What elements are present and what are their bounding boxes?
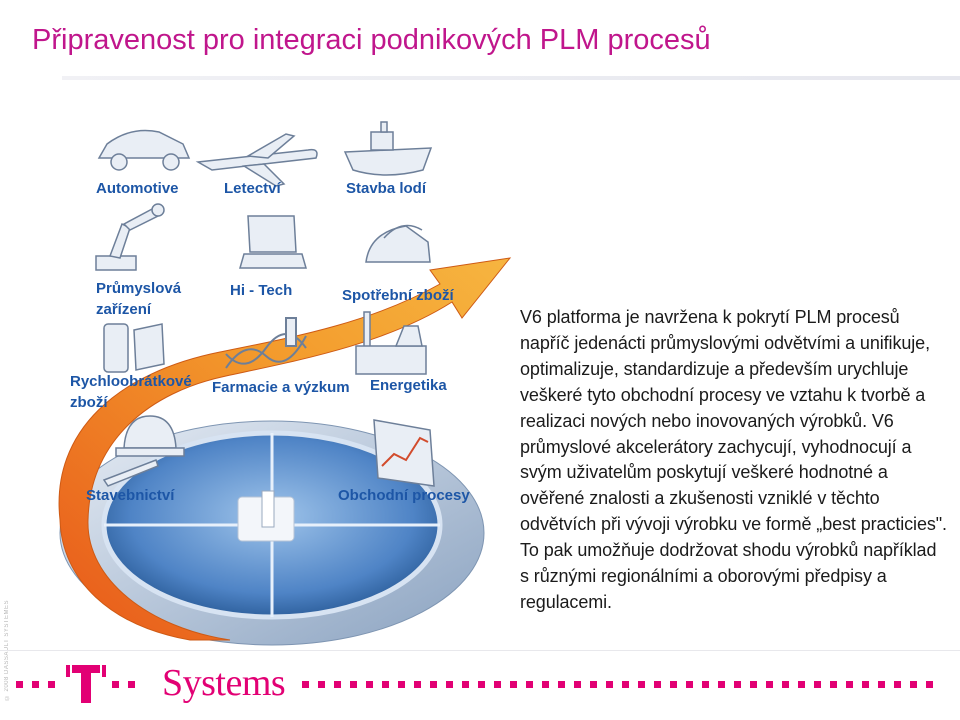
industry-cpg-line2: zboží [70, 394, 108, 411]
logo-dot [862, 681, 869, 688]
logo-dot [910, 681, 917, 688]
logo-dot [494, 681, 501, 688]
airplane-icon [195, 133, 318, 187]
logo-dot [430, 681, 437, 688]
logo-dot [814, 681, 821, 688]
industry-consumer: Spotřební zboží [342, 287, 454, 304]
tsystems-logo: Systems [14, 657, 954, 707]
logo-dot [798, 681, 805, 688]
logo-dot [622, 681, 629, 688]
logo-dot [318, 681, 325, 688]
logo-dot [398, 681, 405, 688]
title-underline [62, 76, 960, 80]
logo-dot [686, 681, 693, 688]
logo-dot [414, 681, 421, 688]
logo-dot [462, 681, 469, 688]
page-title: Připravenost pro integraci podnikových P… [32, 24, 711, 56]
logo-dot [830, 681, 837, 688]
growth-arrow [58, 257, 512, 641]
industry-automotive: Automotive [96, 180, 179, 197]
logo-dot [350, 681, 357, 688]
industry-industrial-line1: Průmyslová [96, 280, 182, 297]
logo-dot [366, 681, 373, 688]
logo-dot [334, 681, 341, 688]
chart-icon [373, 419, 435, 487]
industry-aerospace: Letectví [224, 180, 281, 197]
industry-industrial-line2: zařízení [96, 301, 152, 318]
footer-divider [0, 650, 960, 651]
logo-dot [878, 681, 885, 688]
logo-dot [574, 681, 581, 688]
logo-dot [526, 681, 533, 688]
logo-dot [654, 681, 661, 688]
logo-dot [926, 681, 933, 688]
logo-dot [702, 681, 709, 688]
logo-dot [734, 681, 741, 688]
logo-dot [766, 681, 773, 688]
logo-dot [894, 681, 901, 688]
logo-dot [478, 681, 485, 688]
industry-pharma: Farmacie a výzkum [212, 379, 350, 396]
laptop-icon [239, 215, 307, 269]
industry-business: Obchodní procesy [338, 487, 470, 504]
industry-construction: Stavebnictví [86, 487, 175, 504]
ship-icon [343, 121, 433, 176]
helmet-icon [102, 415, 185, 487]
industry-energy: Energetika [370, 377, 447, 394]
car-icon [97, 129, 191, 171]
logo-dots [16, 665, 933, 703]
dna-icon [225, 317, 307, 369]
logo-dot [606, 681, 613, 688]
logo-dot [510, 681, 517, 688]
logo-dot [782, 681, 789, 688]
logo-dot [382, 681, 389, 688]
logo-dot [670, 681, 677, 688]
industry-hitech: Hi - Tech [230, 282, 293, 299]
plm-industry-graphic [58, 121, 512, 646]
logo-dot [302, 681, 309, 688]
iron-icon [365, 224, 431, 263]
logo-dot [638, 681, 645, 688]
logo-dot [558, 681, 565, 688]
robot-arm-icon [95, 203, 165, 271]
power-plant-icon [355, 311, 427, 375]
description-paragraph: V6 platforma je navržena k pokrytí PLM p… [520, 307, 947, 612]
industry-cpg-line1: Rychloobrátkové [70, 373, 192, 390]
logo-dot [750, 681, 757, 688]
logo-dot [846, 681, 853, 688]
logo-dot [718, 681, 725, 688]
industry-shipbuilding: Stavba lodí [346, 180, 427, 197]
logo-dot [446, 681, 453, 688]
logo-dot [590, 681, 597, 688]
cosmetics-icon [103, 323, 165, 373]
brand-word: Systems [162, 662, 286, 704]
logo-dot [542, 681, 549, 688]
